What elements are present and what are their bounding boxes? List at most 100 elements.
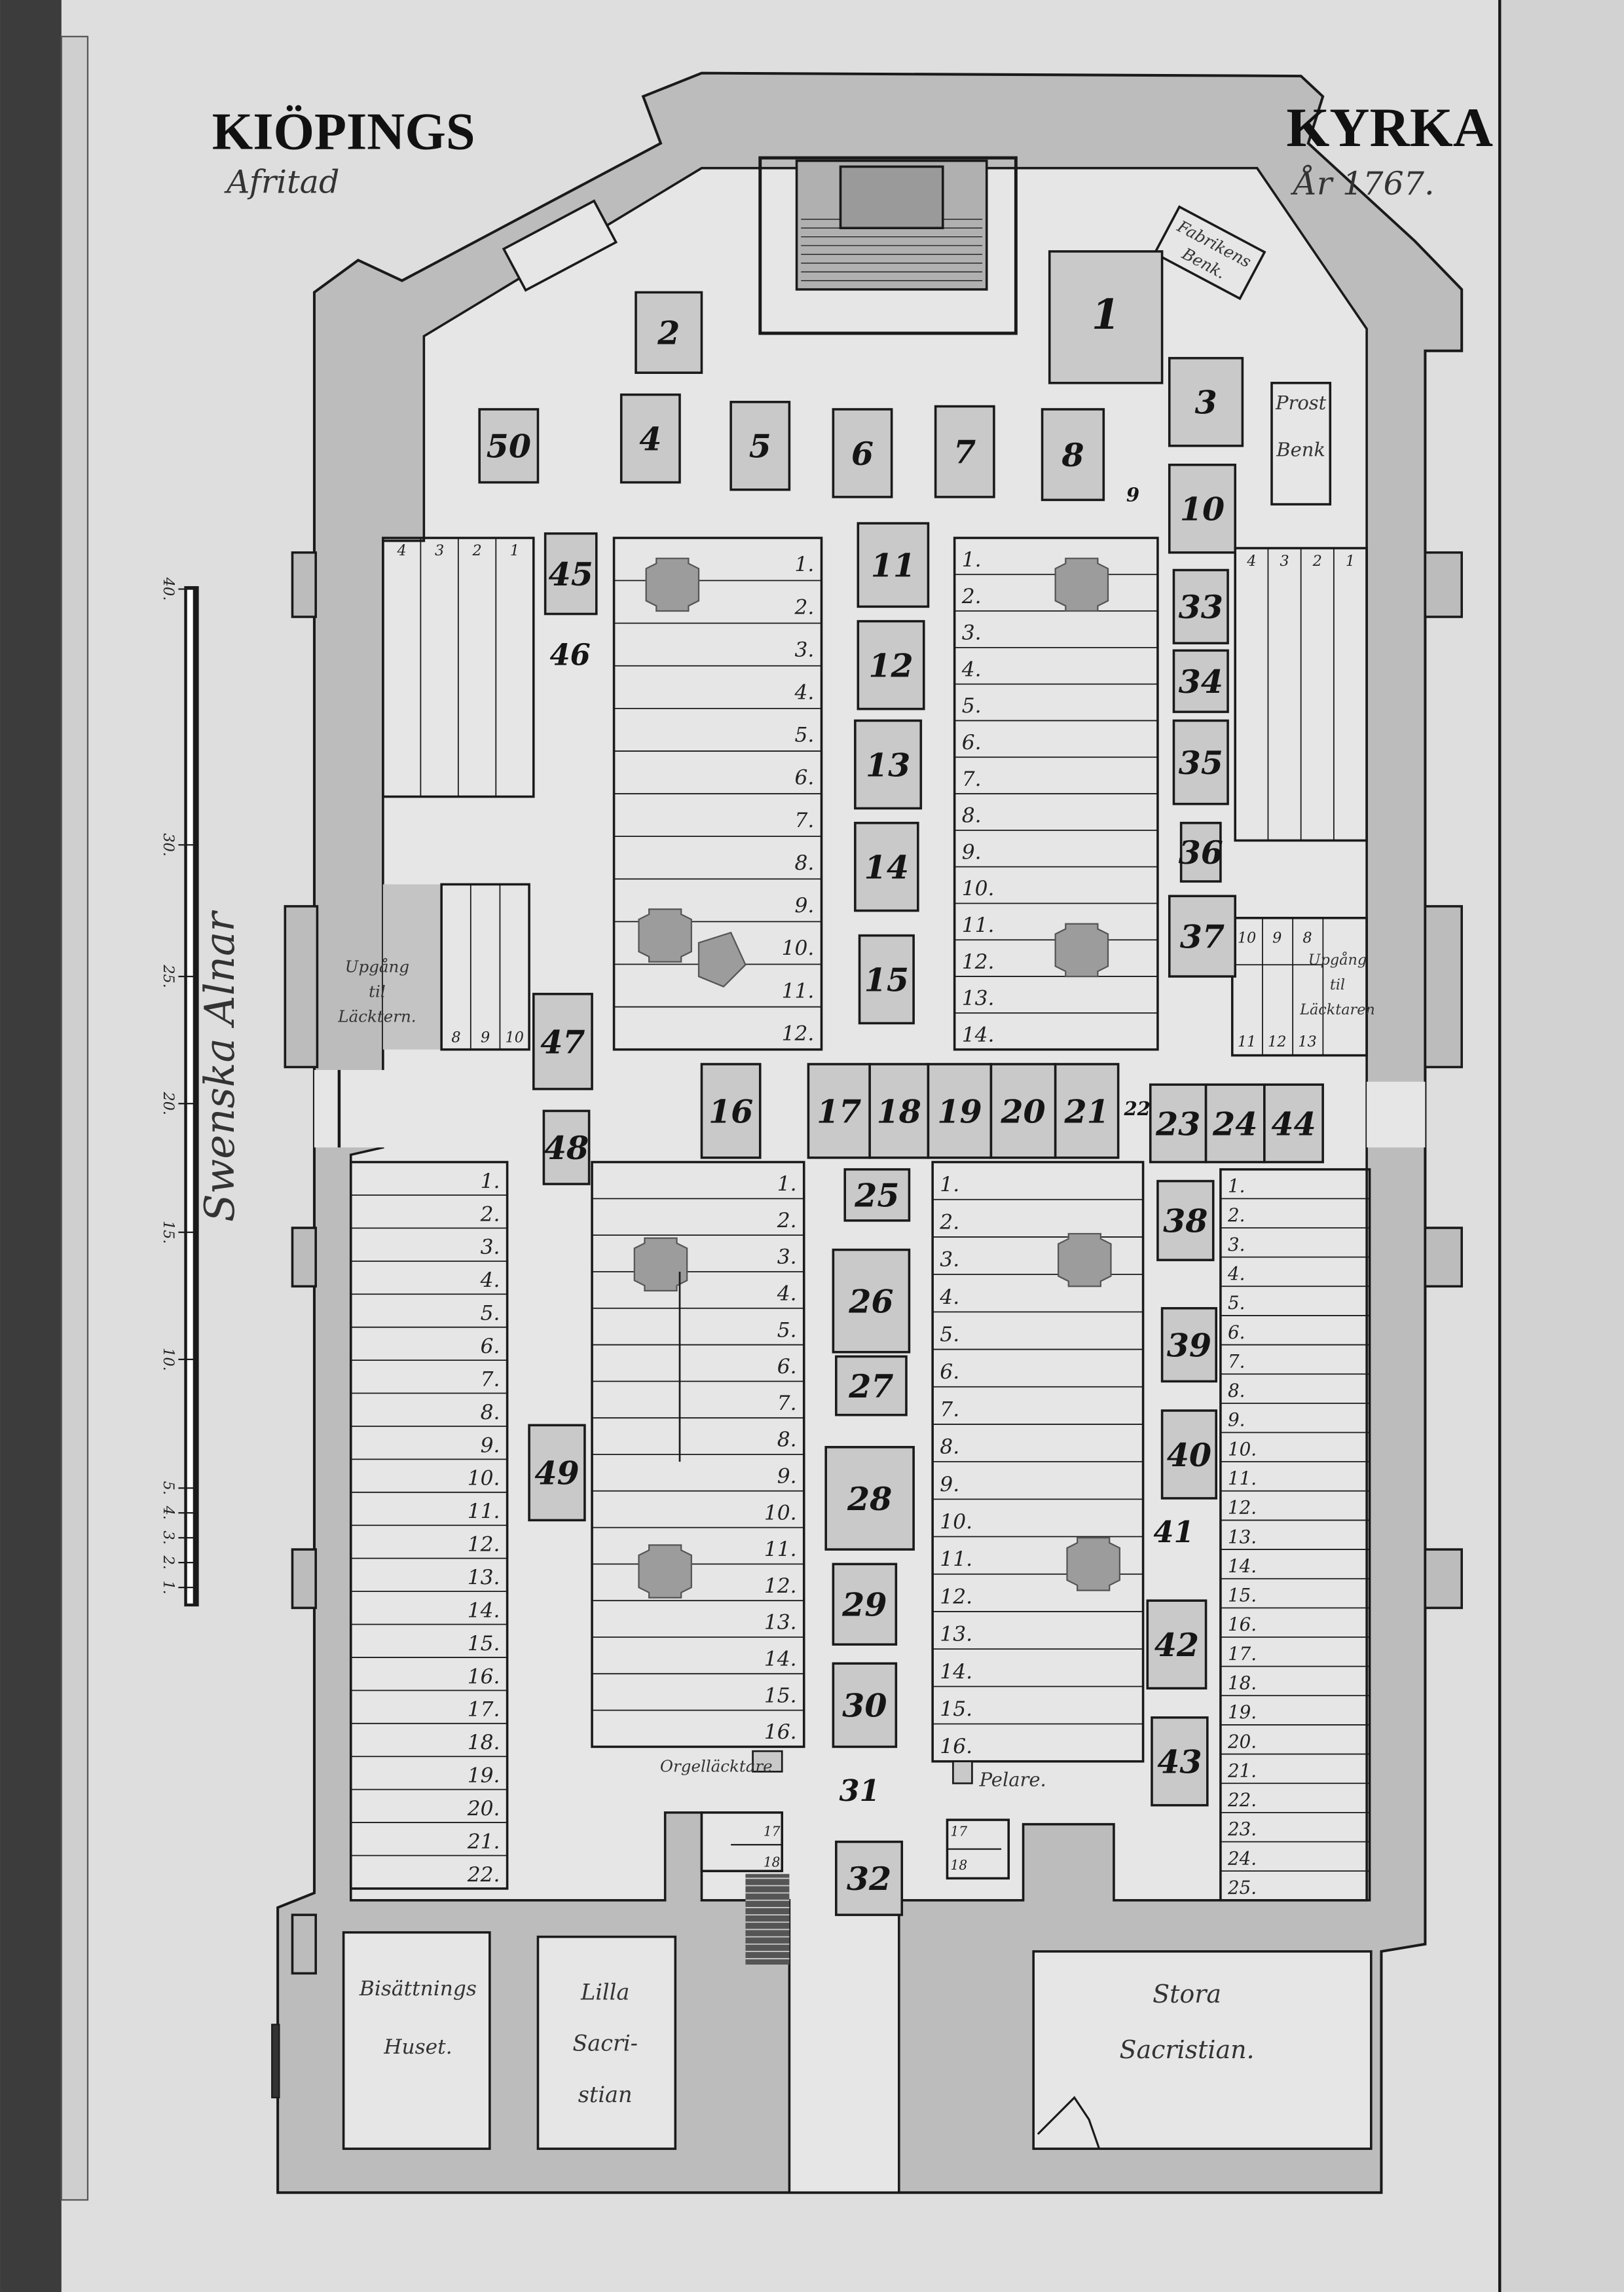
pew-row-number: 11. <box>782 979 815 1003</box>
provost-bench-label: Prost <box>1275 392 1327 414</box>
pew-row-number: 21. <box>467 1830 500 1853</box>
pew-row-number: 1. <box>962 548 982 572</box>
pew-row-number: 8. <box>940 1435 959 1459</box>
gallery-pew-number: 1 <box>510 542 519 559</box>
pew-box-number: 24 <box>1212 1105 1257 1143</box>
pew-row-number: 19. <box>1228 1701 1257 1723</box>
porch-bench-left <box>700 1811 784 1872</box>
pew-box-number: 19 <box>937 1092 982 1130</box>
pew-row-number: 5. <box>962 694 982 718</box>
staircase <box>745 1874 790 1965</box>
numbered-pew-box <box>1172 649 1229 713</box>
pew-row-number: 10. <box>1228 1438 1257 1460</box>
gallery-pew-number: 10 <box>506 1029 524 1046</box>
stair-left-label: Läcktern. <box>337 1007 416 1026</box>
large-sacristy-label: Stora <box>1153 1980 1221 2008</box>
gallery-pew-number: 4 <box>397 542 407 559</box>
pew-box-number: 23 <box>1155 1105 1200 1143</box>
pew-box-number: 33 <box>1179 588 1223 626</box>
pew-box-number: 36 <box>1179 834 1223 872</box>
numbered-pew-box <box>854 719 923 810</box>
pew-box-number: 47 <box>540 1023 585 1061</box>
pew-row-number: 12. <box>940 1585 972 1608</box>
gallery-pew-number: 8 <box>451 1029 460 1046</box>
door-hinge <box>271 2024 280 2099</box>
pew-row-number: 14. <box>468 1599 500 1622</box>
burial-house-label: Huset. <box>383 2035 452 2059</box>
numbered-pew-box <box>807 1063 871 1159</box>
title-right-sub: År 1767. <box>1290 164 1434 202</box>
pew-box-number: 4 <box>639 420 661 458</box>
pew-box-number: 31 <box>839 1773 879 1808</box>
gallery-lower-right <box>1230 917 1368 1057</box>
altar-enclosure <box>758 156 1018 335</box>
organ-loft-label: Orgelläcktare <box>660 1756 773 1775</box>
pew-box-number: 40 <box>1167 1436 1211 1474</box>
pew-row-number: 24. <box>1227 1847 1257 1869</box>
scale-tick-label: 4. <box>160 1506 177 1520</box>
numbered-pew-box <box>854 821 919 912</box>
pew-row-number: 1. <box>777 1172 797 1196</box>
stair-area <box>382 884 442 1050</box>
numbered-pew-box <box>1146 1599 1208 1690</box>
pew-box-number: 13 <box>866 746 910 784</box>
sacristy-corner-mark <box>1037 2096 1101 2149</box>
pew-row-number: 8. <box>1228 1380 1245 1401</box>
pew-row-number: 2. <box>777 1209 797 1232</box>
pew-box-number: 5 <box>749 428 771 466</box>
pew-row-number: 6. <box>777 1355 797 1378</box>
scale-tick-label: 1. <box>160 1580 177 1594</box>
numbered-pew-box <box>528 1424 586 1522</box>
pew-row-number: 12. <box>468 1533 500 1557</box>
pew-row-number: 4. <box>939 1285 959 1309</box>
pew-row-number: 16. <box>1228 1614 1257 1635</box>
pew-row-number: 17. <box>468 1698 500 1722</box>
pillar-marker <box>952 1760 973 1784</box>
porch-bench-number: 17 <box>764 1824 781 1839</box>
pew-box-number: 6 <box>851 435 874 473</box>
porch-bench-number: 18 <box>764 1854 781 1870</box>
empty-bench <box>502 199 618 292</box>
gallery-pew-number: 9 <box>481 1029 490 1046</box>
pew-box-number: 18 <box>877 1092 921 1130</box>
bench-box <box>502 199 618 292</box>
buttress <box>1424 1227 1463 1288</box>
buttress <box>284 905 319 1069</box>
numbered-pew-box <box>532 993 593 1090</box>
pew-row-number: 22. <box>467 1863 500 1887</box>
numbered-pew-box <box>1172 719 1229 805</box>
facing-page <box>1501 0 1624 2292</box>
pew-row-number: 3. <box>481 1236 500 1259</box>
numbered-pew-box <box>835 1840 904 1916</box>
pew-box-number: 8 <box>1061 436 1084 474</box>
pew-box-number: 28 <box>847 1480 892 1518</box>
buttress <box>291 1913 317 1975</box>
buttress <box>1424 551 1463 618</box>
scale-tick-label: 10. <box>160 1348 177 1371</box>
pew-row-number: 7. <box>1228 1350 1245 1372</box>
pew-box-number: 50 <box>487 428 531 466</box>
pew-row-number: 12. <box>782 1022 815 1045</box>
title-right: KYRKA <box>1286 97 1493 158</box>
scale-tick-label: 40. <box>160 577 177 601</box>
pillar <box>638 1544 692 1599</box>
numbered-pew-box <box>1054 1063 1120 1159</box>
scale-tick-label: 5. <box>160 1481 177 1495</box>
gallery-pew-number: 3 <box>1280 553 1289 570</box>
pew-row-number: 8. <box>962 804 982 828</box>
numbered-pew-box <box>1168 464 1236 554</box>
pew-row-number: 14. <box>1228 1555 1257 1577</box>
pew-row-number: 13. <box>468 1566 500 1589</box>
gallery-lower_left <box>440 883 530 1051</box>
provost-bench-label: Benk <box>1276 438 1325 460</box>
title-left: KIÖPINGS <box>212 103 475 161</box>
numbered-pew-box <box>1168 357 1244 447</box>
pew-box-number: 3 <box>1194 384 1217 422</box>
pew-box-number: 25 <box>854 1177 899 1215</box>
pew-box-number: 46 <box>550 638 591 673</box>
pew-row-number: 3. <box>1228 1234 1245 1255</box>
numbered-pew-box <box>700 1063 762 1159</box>
small-sacristy-label: stian <box>578 2082 633 2107</box>
pew-row-number: 8. <box>481 1401 500 1424</box>
